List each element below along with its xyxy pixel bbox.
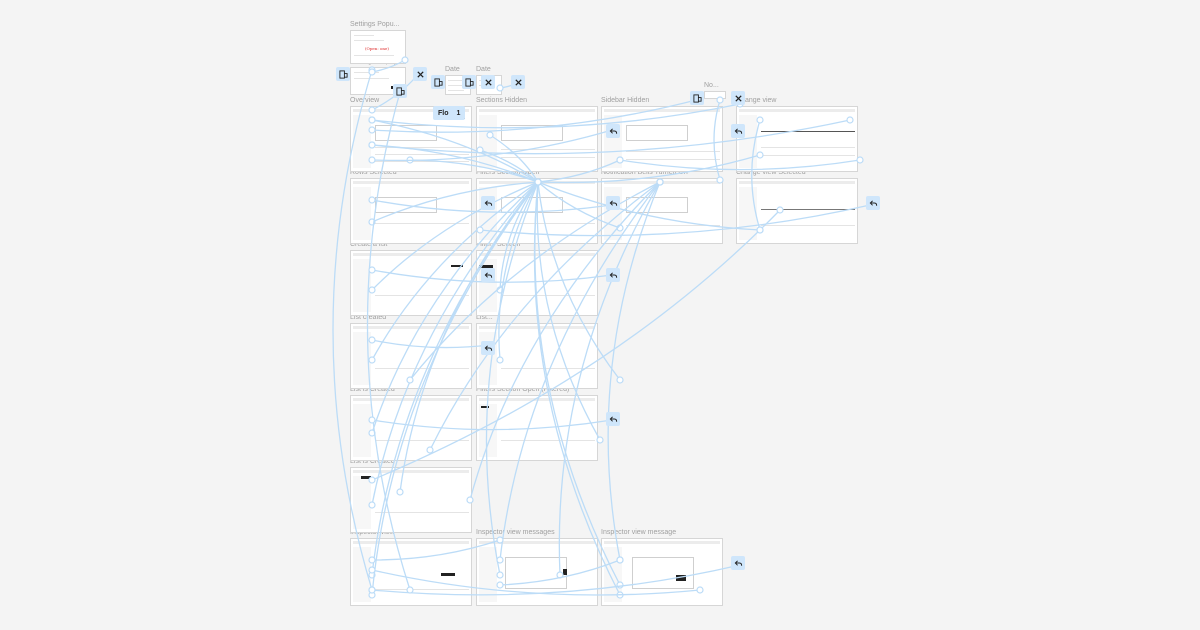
frame-rows-selected[interactable] [350, 178, 472, 244]
frame-notification-bells[interactable] [601, 178, 723, 244]
back-arrow-icon[interactable] [481, 341, 495, 355]
frame-filters-section[interactable] [476, 250, 598, 316]
back-arrow-icon[interactable] [481, 196, 495, 210]
frame-list-is-created-2[interactable] [350, 467, 472, 533]
back-arrow-icon[interactable] [731, 556, 745, 570]
device-icon[interactable] [462, 75, 476, 89]
frame-inspector-view[interactable] [350, 538, 472, 606]
device-icon[interactable] [336, 67, 350, 81]
close-icon[interactable] [481, 75, 495, 89]
frame-label-change-view-selected: Change view Selected [736, 169, 806, 176]
frame-filters-filtered[interactable] [476, 395, 598, 461]
close-icon[interactable] [511, 75, 525, 89]
link-anchor [616, 376, 624, 384]
frame-settings-popup-1[interactable]: (Open: one) [350, 30, 406, 64]
device-icon[interactable] [393, 84, 407, 98]
device-icon[interactable] [431, 75, 445, 89]
back-arrow-icon[interactable] [606, 124, 620, 138]
frame-inspector-view-messages[interactable] [476, 538, 598, 606]
frame-list-frame[interactable] [476, 323, 598, 389]
frame-sections-hidden[interactable] [476, 106, 598, 172]
frame-label-inspector-view-message: Inspector view message [601, 529, 677, 536]
frame-label-overview: Overview [350, 97, 380, 104]
frame-label-date-1: Date [445, 66, 460, 73]
frame-note-open-one: (Open: one) [365, 46, 389, 51]
back-arrow-icon[interactable] [866, 196, 880, 210]
device-icon[interactable] [690, 91, 704, 105]
frame-change-view[interactable] [736, 106, 858, 172]
flow-number: 1 [456, 109, 461, 117]
frame-label-settings-popup-1: Settings Popu... [350, 21, 400, 28]
flow-start-badge[interactable]: Flo 1 [433, 106, 465, 120]
frame-list-created[interactable] [350, 323, 472, 389]
frame-label-date-2: Date [476, 66, 491, 73]
back-arrow-icon[interactable] [731, 124, 745, 138]
frame-label-inspector-view-messages: Inspector view messages [476, 529, 555, 536]
frame-sidebar-hidden[interactable] [601, 106, 723, 172]
frame-label-change-view: Change view [736, 97, 777, 104]
frame-no[interactable] [704, 91, 726, 99]
close-icon[interactable] [413, 67, 427, 81]
frame-inspector-view-message[interactable] [601, 538, 723, 606]
frame-create-a-list[interactable] [350, 250, 472, 316]
back-arrow-icon[interactable] [481, 268, 495, 282]
frame-list-is-created-1[interactable] [350, 395, 472, 461]
frame-label-sidebar-hidden: Sidebar Hidden [601, 97, 650, 104]
frame-change-view-selected[interactable] [736, 178, 858, 244]
close-icon[interactable] [731, 91, 745, 105]
back-arrow-icon[interactable] [606, 268, 620, 282]
frame-label-no: No... [704, 82, 719, 89]
frame-label-sections-hidden: Sections Hidden [476, 97, 527, 104]
flow-label: Flo [438, 109, 449, 117]
back-arrow-icon[interactable] [606, 412, 620, 426]
back-arrow-icon[interactable] [606, 196, 620, 210]
frame-filters-section-open[interactable] [476, 178, 598, 244]
